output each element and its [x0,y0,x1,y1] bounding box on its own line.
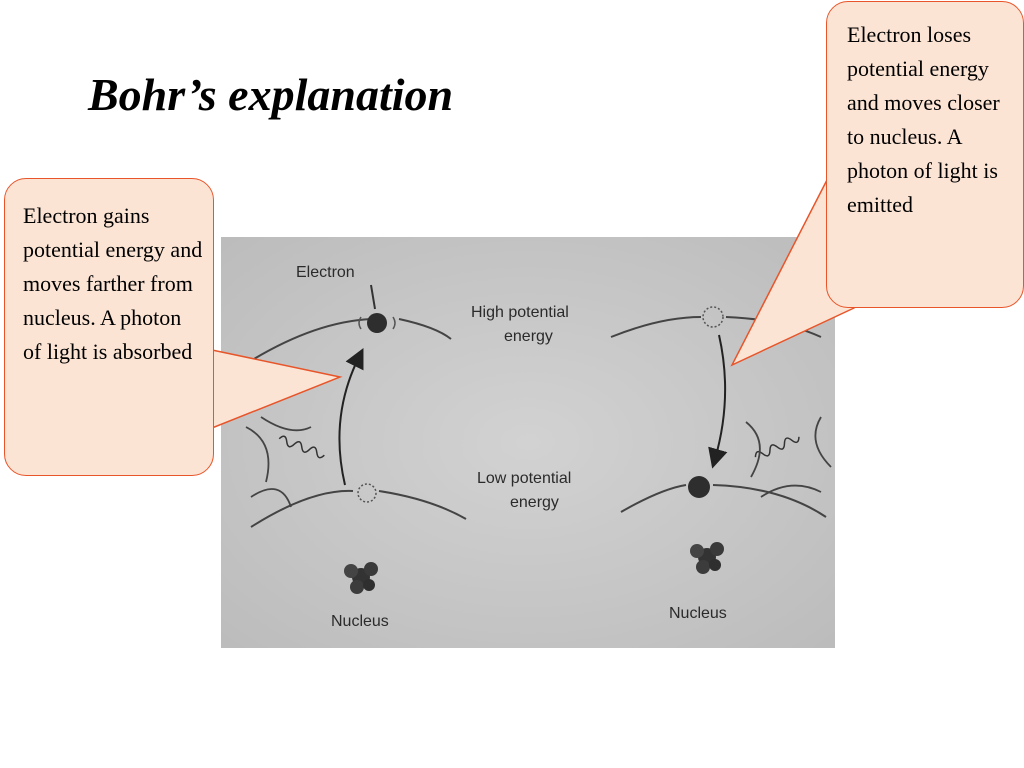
emission-callout: Electron loses potential energy and move… [826,1,1024,308]
right-electron-ghost-high [702,306,724,328]
right-photon-wave [754,436,800,458]
low-energy-label-line2: energy [510,494,559,511]
left-photon-wave [278,435,325,459]
right-low-orbit-b [712,484,827,518]
low-energy-label-line1: Low potential [477,470,571,487]
nucleus-label-right: Nucleus [669,605,727,622]
high-energy-label-line2: energy [504,328,553,345]
electron-label: Electron [296,264,355,281]
right-electron-low [688,476,710,498]
left-electron-ghost-low [357,483,377,503]
right-high-orbit-a [610,316,702,338]
left-nucleus [344,562,378,594]
high-energy-label-line1: High potential [471,304,569,321]
left-low-orbit-a [250,489,354,528]
electron-pointer-line [370,284,376,310]
left-electron-high [367,313,387,333]
right-nucleus [690,542,724,574]
right-transition-arrow [708,334,728,469]
absorption-callout: Electron gains potential energy and move… [4,178,214,476]
bohr-diagram-photo: Electron High potential energy Low poten… [221,237,835,648]
right-photon-burst [745,416,832,498]
left-low-orbit-b [378,490,467,520]
left-high-orbit-b [398,318,452,340]
right-low-orbit-a [620,484,687,513]
left-electron-motion-lines [358,316,396,330]
slide-title: Bohr’s explanation [88,69,454,120]
photo-background [221,237,835,648]
bohr-diagram: Electron High potential energy Low poten… [221,237,835,648]
nucleus-label-left: Nucleus [331,613,389,630]
